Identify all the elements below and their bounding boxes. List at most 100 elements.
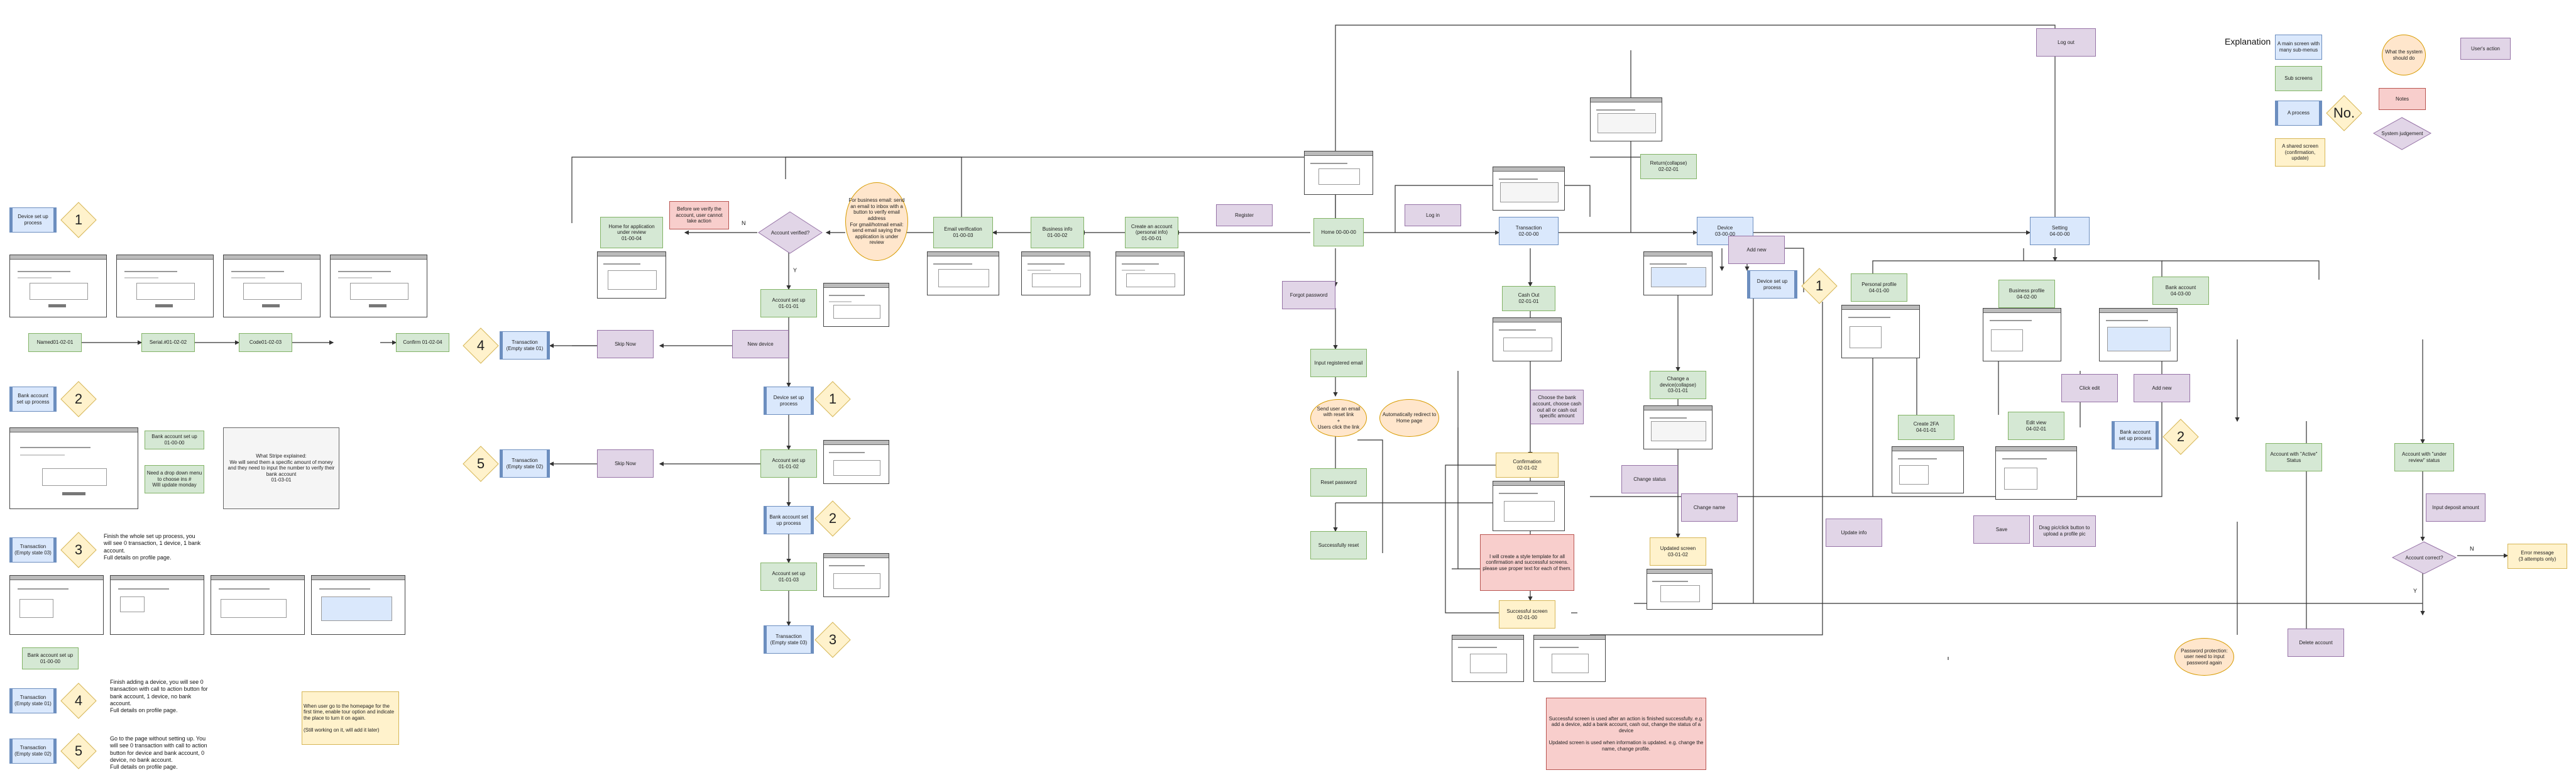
legend-what-do: What the system should do [2382,35,2426,75]
explanation-title: Explanation [2225,36,2271,47]
wireframe-2fa [1892,446,1964,493]
wireframe-change-device [1643,405,1713,449]
bank-setup-note: Bank account set up 01-00-00 [145,431,204,449]
business-profile-node: Business profile 04-02-00 [1998,280,2055,308]
account-setup-1-node: Account set up 01-01-01 [760,289,817,317]
skip-now-action-2[interactable]: Skip Now [597,449,654,478]
bank-number-diamond-2: 2 [2162,418,2200,456]
setting-main-node[interactable]: Setting 04-00-00 [2030,217,2090,245]
account-setup-2-node: Account set up 01-01-02 [760,449,817,478]
flow-number-diamond-2: 2 [814,500,852,537]
successfully-reset-node: Successfully reset [1310,531,1367,559]
transaction-main-node[interactable]: Transaction 02-00-00 [1499,217,1559,245]
wireframe-edit-view [1995,446,2077,500]
edge-label-y: Y [793,267,797,273]
bank-setup-process-box: Bank account set up process [9,387,57,412]
template-note: I will create a style template for all c… [1480,534,1574,591]
email-verification-node: Email verification 01-00-03 [933,217,993,248]
wireframe-confirm-screen [330,255,427,317]
wireframe-successful-a [1452,635,1524,682]
create-account-node: Create an account (personal info) 01-00-… [1125,217,1178,248]
input-email-node: Input registered email [1310,349,1367,377]
create-2fa-node: Create 2FA 04-01-01 [1898,415,1954,440]
account-active-node: Account with "Active" Status [2266,443,2322,471]
updated-screen-node: Updated screen 03-01-02 [1650,537,1706,566]
transaction-empty-2-box: Transaction (Empty state 02) [9,739,57,764]
wireframe-empty-3a [9,575,104,635]
wireframe-confirmation [1493,481,1565,531]
stripe-note: What Stripe explained: We will send them… [223,427,339,509]
legend-users-action: User's action [2460,38,2511,60]
wireframe-account-setup-1 [823,283,889,327]
device-setup-flow-box: Device set up process [1747,270,1797,299]
save-action[interactable]: Save [1973,515,2030,544]
transaction-empty-01-box: Transaction (Empty state 01) [500,331,550,360]
transaction-empty-1-box: Transaction (Empty state 01) [9,688,57,713]
log-out-action[interactable]: Log out [2036,28,2096,57]
register-action[interactable]: Register [1216,204,1273,226]
account-correct-diamond: Account correct? [2391,541,2457,575]
wireframe-name-screen [9,255,107,317]
legend-notes: Notes [2379,88,2426,110]
auto-redirect-note: Automatically redirect to Home page [1379,399,1439,437]
send-reset-link: Send user an email with reset link + Use… [1310,399,1367,437]
bank-setup-2: Bank account set up 01-00-00 [22,647,79,669]
legend-system-judgement: System judgement [2372,116,2432,151]
change-name-action[interactable]: Change name [1681,493,1738,522]
change-device-node: Change a device(collapse) 03-01-01 [1650,371,1706,399]
wireframe-code-screen [223,255,321,317]
wireframe-device [1643,251,1713,295]
input-deposit-action[interactable]: Input deposit amount [2426,493,2486,522]
successful-updated-note: Successful screen is used after an actio… [1546,698,1706,770]
device-setup-process-flow: Device set up process [764,387,814,415]
number-diamond-3: 3 [60,531,97,569]
home-node[interactable]: Home 00-00-00 [1313,218,1364,246]
wireframe-transaction [1493,167,1565,211]
wireframe-empty-3c [211,575,305,635]
forgot-password-action[interactable]: Forgot password [1282,281,1335,309]
wireframe-bank-setup [9,427,138,509]
finish-note-3: Finish the whole set up process, you wil… [104,533,201,561]
edge-label-y2: Y [2413,588,2418,594]
drag-pic-action[interactable]: Drag pic/click button to upload a profil… [2033,515,2096,547]
account-verified-diamond: Account verified? [757,211,823,255]
number-diamond-5: 5 [60,732,97,770]
choose-bank-action[interactable]: Choose the bank account, choose cash out… [1530,390,1584,424]
wireframe-home-review [597,251,666,299]
device-setup-process-box: Device set up process [9,207,57,233]
legend-sub-screens: Sub screens [2275,66,2322,91]
new-device-action[interactable]: New device [732,330,789,358]
wireframe-bank-account [2099,308,2178,361]
click-edit-action[interactable]: Click edit [2061,374,2118,402]
wireframe-serial-screen [116,255,214,317]
device-number-diamond-1: 1 [1800,267,1838,305]
wireframe-business-info [1021,251,1090,295]
device-setup-process-label: Device set up process [18,214,48,226]
delete-account-action[interactable]: Delete account [2288,629,2344,657]
account-setup-3-node: Account set up 01-01-03 [760,563,817,591]
wireframe-cash-out [1493,317,1562,361]
wireframe-account-setup-3 [823,553,889,597]
add-new-device-action[interactable]: Add new [1728,236,1785,264]
wireframe-empty-3b [110,575,204,635]
change-status-action[interactable]: Change status [1621,465,1678,493]
number-diamond-4: 4 [60,682,97,720]
update-info-action[interactable]: Update info [1826,519,1882,547]
reset-password-node: Reset password [1310,468,1367,497]
add-new-bank-action[interactable]: Add new [2134,374,2190,402]
wireframe-return [1590,97,1662,141]
wireframe-account-setup-2 [823,440,889,484]
transaction-empty-3-box: Transaction (Empty state 03) [9,537,57,563]
password-protection-note: Password protection: user need to input … [2174,638,2234,676]
flow-number-diamond-3: 3 [814,621,852,659]
code-node: Code01-02-03 [239,333,292,352]
serial-node: Serial.#01-02-02 [141,333,195,352]
legend-shared-screen: A shared screen (confirmation, update) [2275,138,2325,167]
log-in-action[interactable]: Log in [1405,204,1461,226]
skip-now-action-1[interactable]: Skip Now [597,330,654,358]
wireframe-business-profile [1983,308,2061,361]
return-node: Return(collapse) 02-02-01 [1640,154,1697,179]
wireframe-empty-3d [311,575,405,635]
legend-number: No. [2325,94,2363,132]
named-node: Named01-02-01 [28,333,82,352]
